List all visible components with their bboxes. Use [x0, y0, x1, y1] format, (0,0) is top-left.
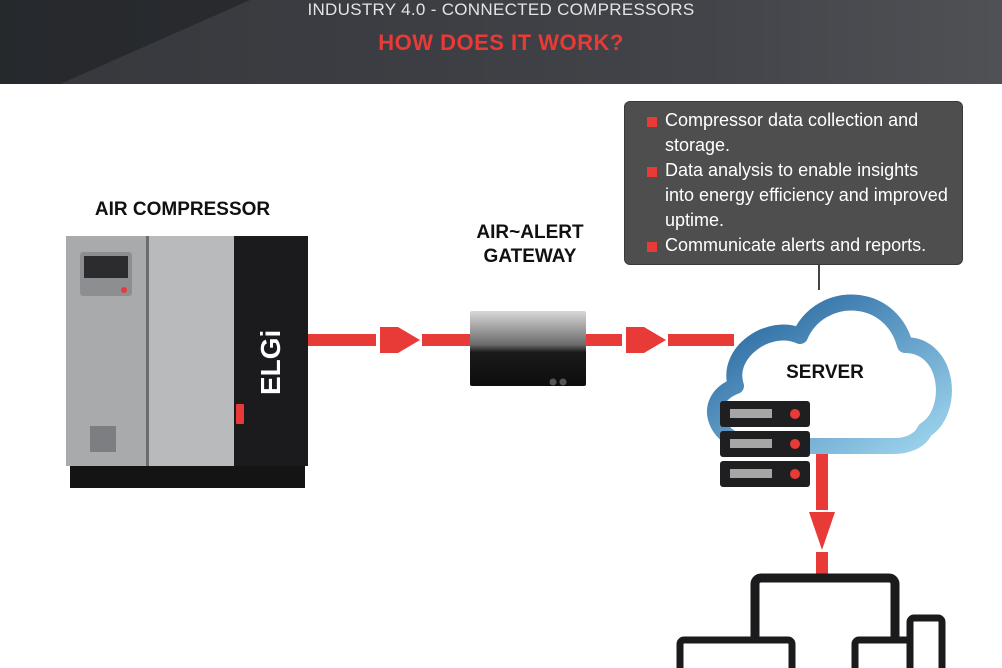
header-banner: INDUSTRY 4.0 - CONNECTED COMPRESSORS HOW… — [0, 0, 1002, 84]
header-title: HOW DOES IT WORK? — [378, 30, 624, 55]
gateway-device-illustration — [470, 311, 586, 386]
server-function-item: Communicate alerts and reports. — [645, 233, 950, 258]
server-label: SERVER — [786, 362, 864, 383]
server-functions-box: Compressor data collection and storage. … — [625, 102, 962, 264]
gateway-label-line1: AIR~ALERT — [476, 222, 584, 243]
header-subtitle: INDUSTRY 4.0 - CONNECTED COMPRESSORS — [307, 0, 695, 19]
air-compressor-label: AIR COMPRESSOR — [94, 199, 271, 220]
connector-gateway-server — [586, 327, 734, 353]
connector-server-devices — [809, 448, 835, 578]
header-decoration — [0, 0, 1002, 84]
server-function-item: Data analysis to enable insights into en… — [645, 158, 950, 233]
server-rack-icon — [720, 401, 810, 487]
gateway-label-line2: GATEWAY — [483, 246, 577, 267]
connector-compressor-gateway — [308, 327, 470, 353]
server-functions-list: Compressor data collection and storage. … — [625, 102, 962, 258]
server-function-item: Compressor data collection and storage. — [645, 108, 950, 158]
client-devices-icon — [676, 573, 946, 668]
air-compressor-illustration: ELGi — [66, 236, 308, 488]
connector-infobox-server — [818, 264, 820, 290]
compressor-brand-logo: ELGi — [255, 330, 286, 395]
